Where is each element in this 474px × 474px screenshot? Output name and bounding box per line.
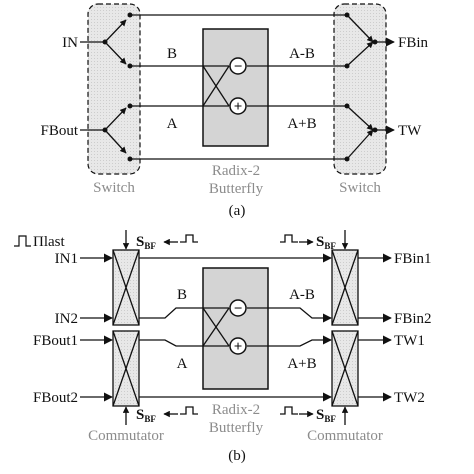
- sbf-top-left: SBF: [136, 234, 156, 251]
- add-symbol: +: [234, 99, 243, 115]
- sbf-top-right: SBF: [316, 234, 336, 251]
- label-fbout1: FBout1: [33, 333, 78, 349]
- butterfly-label-1: Radix-2: [212, 163, 260, 179]
- caption-b: (b): [228, 448, 246, 464]
- butterfly-label-b-2: Butterfly: [209, 420, 264, 436]
- label-in1: IN1: [55, 251, 78, 267]
- subtract-symbol-b: −: [234, 301, 243, 317]
- subtract-node: [229, 57, 247, 75]
- label-a-minus-b: A-B: [289, 46, 315, 62]
- add-node-b: [229, 337, 247, 355]
- label-fbin1: FBin1: [394, 251, 432, 267]
- add-node: [229, 97, 247, 115]
- label-fbin: FBin: [398, 35, 429, 51]
- label-a-b: A: [177, 356, 188, 372]
- label-b: B: [167, 46, 177, 62]
- left-switch-box: [87, 3, 141, 175]
- right-commutator-label: Commutator: [307, 428, 383, 444]
- right-switch-box: [333, 3, 387, 175]
- subtract-symbol: −: [234, 59, 243, 75]
- butterfly-label-2: Butterfly: [209, 181, 264, 197]
- sbf-bottom-right: SBF: [316, 407, 336, 424]
- label-b-b: B: [177, 287, 187, 303]
- left-switch-label: Switch: [93, 180, 135, 196]
- butterfly-box-b: [202, 267, 269, 390]
- label-in: IN: [62, 35, 78, 51]
- label-a-plus-b-b: A+B: [287, 356, 316, 372]
- label-tw1: TW1: [394, 333, 425, 349]
- sbf-bottom-left: SBF: [136, 407, 156, 424]
- subtract-node-b: [229, 299, 247, 317]
- diagram-a: − + IN FBout FBin TW B A A-B A+B Switch …: [40, 3, 429, 219]
- label-tw2: TW2: [394, 390, 425, 406]
- label-in2: IN2: [55, 311, 78, 327]
- label-tw: TW: [398, 123, 422, 139]
- diagram-b: Πlast: [14, 230, 432, 464]
- label-pilast: Πlast: [33, 234, 65, 250]
- label-a: A: [167, 116, 178, 132]
- butterfly-label-b-1: Radix-2: [212, 402, 260, 418]
- label-a-plus-b: A+B: [287, 116, 316, 132]
- label-fbout: FBout: [40, 123, 78, 139]
- pulse-icon: [14, 235, 31, 247]
- left-commutator-label: Commutator: [88, 428, 164, 444]
- right-switch-label: Switch: [339, 180, 381, 196]
- label-fbin2: FBin2: [394, 311, 432, 327]
- butterfly-box: [202, 28, 269, 147]
- add-symbol-b: +: [234, 339, 243, 355]
- label-fbout2: FBout2: [33, 390, 78, 406]
- caption-a: (a): [229, 203, 246, 219]
- label-a-minus-b-b: A-B: [289, 287, 315, 303]
